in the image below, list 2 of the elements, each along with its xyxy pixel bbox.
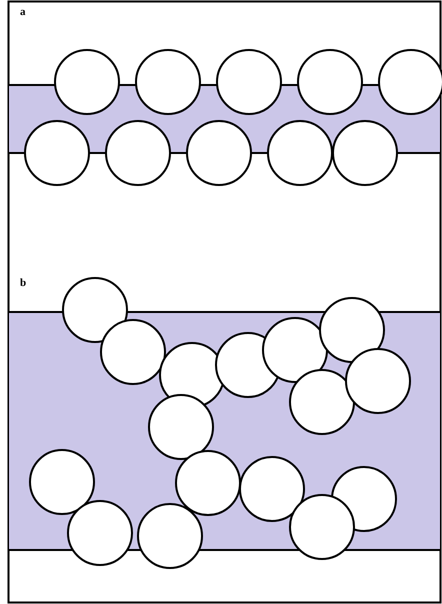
panel-label: a: [20, 6, 26, 18]
panel-label: b: [20, 277, 26, 289]
